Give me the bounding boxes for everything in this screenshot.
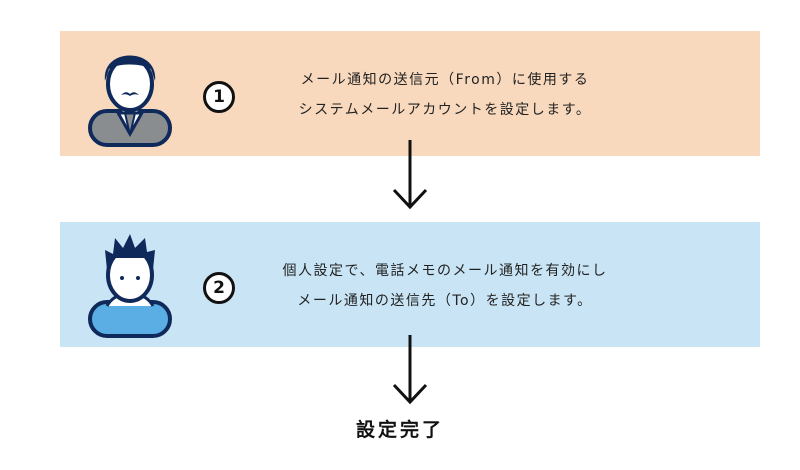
- step-description: 個人設定で、電話メモのメール通知を有効にし メール通知の送信先（To）を設定しま…: [250, 256, 640, 316]
- completion-label: 設定完了: [355, 419, 444, 441]
- description-line: メール通知の送信元（From）に使用する: [300, 72, 590, 88]
- down-arrow-icon: [392, 335, 428, 405]
- step-2-panel: 2 個人設定で、電話メモのメール通知を有効にし メール通知の送信先（To）を設定…: [60, 222, 760, 347]
- step-1-panel: 1 メール通知の送信元（From）に使用する システムメールアカウントを設定しま…: [60, 31, 760, 156]
- description-line: 個人設定で、電話メモのメール通知を有効にし: [282, 263, 608, 279]
- step-description: メール通知の送信元（From）に使用する システムメールアカウントを設定します。: [250, 65, 640, 125]
- step-number-badge: 1: [203, 81, 235, 113]
- description-line: メール通知の送信先（To）を設定します。: [297, 293, 593, 309]
- step-number-badge: 2: [203, 272, 235, 304]
- description-line: システムメールアカウントを設定します。: [298, 102, 592, 118]
- admin-avatar-icon: [88, 55, 172, 147]
- user-avatar-icon: [88, 234, 172, 338]
- down-arrow-icon: [392, 140, 428, 210]
